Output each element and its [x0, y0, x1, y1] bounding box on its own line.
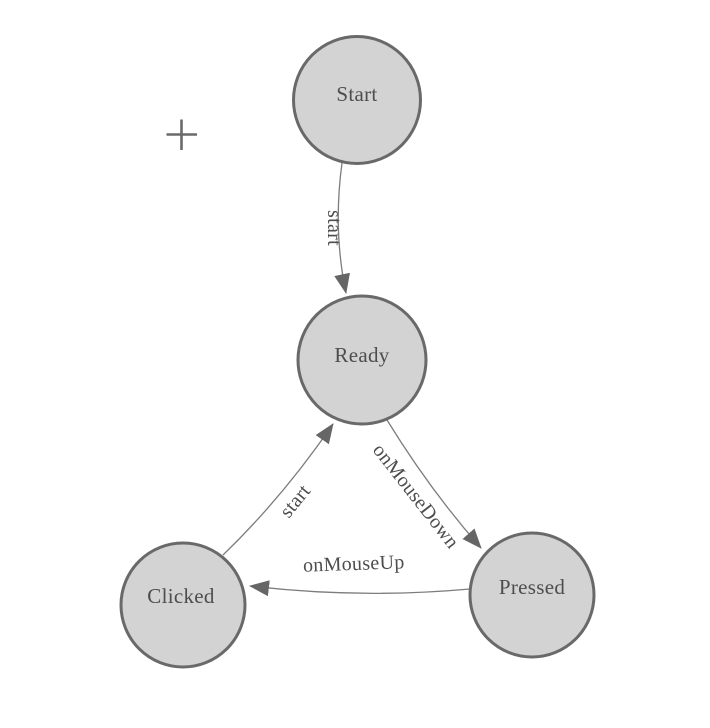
- node-start[interactable]: Start: [292, 35, 422, 165]
- node-pressed[interactable]: Pressed: [468, 531, 596, 659]
- edge-line-start-to-ready[interactable]: [334, 162, 350, 294]
- edge-line-pressed-to-clicked[interactable]: [249, 580, 471, 597]
- edge-line-clicked-to-ready[interactable]: [222, 423, 334, 556]
- edge-line-ready-to-pressed[interactable]: [386, 419, 482, 549]
- edge-label-start-1: start: [323, 210, 345, 246]
- edge-pressed-to-clicked: onMouseUp: [249, 551, 471, 597]
- node-start-label: Start: [336, 82, 377, 106]
- node-ready-label: Ready: [334, 343, 389, 367]
- node-clicked[interactable]: Clicked: [119, 541, 247, 669]
- node-pressed-circle[interactable]: [468, 531, 596, 659]
- node-clicked-circle[interactable]: [119, 541, 247, 669]
- edge-start-to-ready: start: [323, 162, 350, 294]
- edge-ready-to-pressed: onMouseDown: [368, 419, 482, 553]
- node-clicked-label: Clicked: [147, 584, 215, 608]
- node-pressed-label: Pressed: [499, 575, 565, 599]
- edge-label-onmouseup: onMouseUp: [303, 551, 405, 577]
- edge-label-onmousedown: onMouseDown: [368, 440, 463, 553]
- node-start-circle[interactable]: [292, 35, 422, 165]
- plus-crosshair-icon: [166, 119, 197, 150]
- edge-label-start-2: start: [275, 480, 315, 522]
- node-ready-circle[interactable]: [296, 294, 428, 426]
- node-ready[interactable]: Ready: [296, 294, 428, 426]
- edge-clicked-to-ready: start: [222, 423, 334, 556]
